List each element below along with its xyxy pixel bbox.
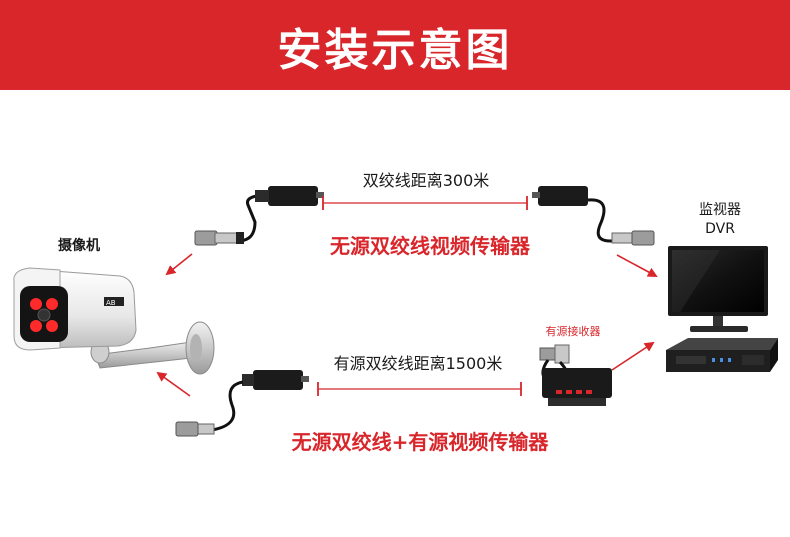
camera-label: 摄像机	[58, 238, 100, 254]
dvr-illustration	[666, 338, 778, 372]
monitor-label: 监视器	[699, 202, 741, 218]
passive-caption: 无源双绞线视频传输器	[330, 234, 530, 258]
arrow-to-camera-top	[165, 253, 193, 276]
arrow-to-monitor	[616, 254, 658, 277]
title-banner: 安装示意图	[0, 0, 790, 90]
passive-balun-right	[532, 186, 655, 246]
distance-marker-top	[322, 196, 528, 210]
distance-marker-bottom	[317, 382, 522, 396]
page-title: 安装示意图	[277, 25, 513, 76]
active-distance-label: 有源双绞线距离1500米	[333, 354, 503, 373]
arrow-to-dvr	[611, 341, 655, 371]
passive-distance-label: 双绞线距离300米	[362, 171, 490, 190]
receiver-label: 有源接收器	[545, 325, 601, 338]
passive-balun-bottom	[175, 370, 309, 437]
camera-brand-mark: AB	[106, 299, 116, 307]
passive-balun-left	[194, 186, 324, 246]
dvr-label: DVR	[705, 221, 735, 237]
active-receiver	[539, 344, 612, 406]
monitor-illustration	[668, 246, 768, 332]
active-caption: 无源双绞线+有源视频传输器	[291, 430, 549, 454]
arrow-to-camera-bottom	[156, 371, 191, 397]
camera-illustration: AB	[13, 267, 215, 375]
